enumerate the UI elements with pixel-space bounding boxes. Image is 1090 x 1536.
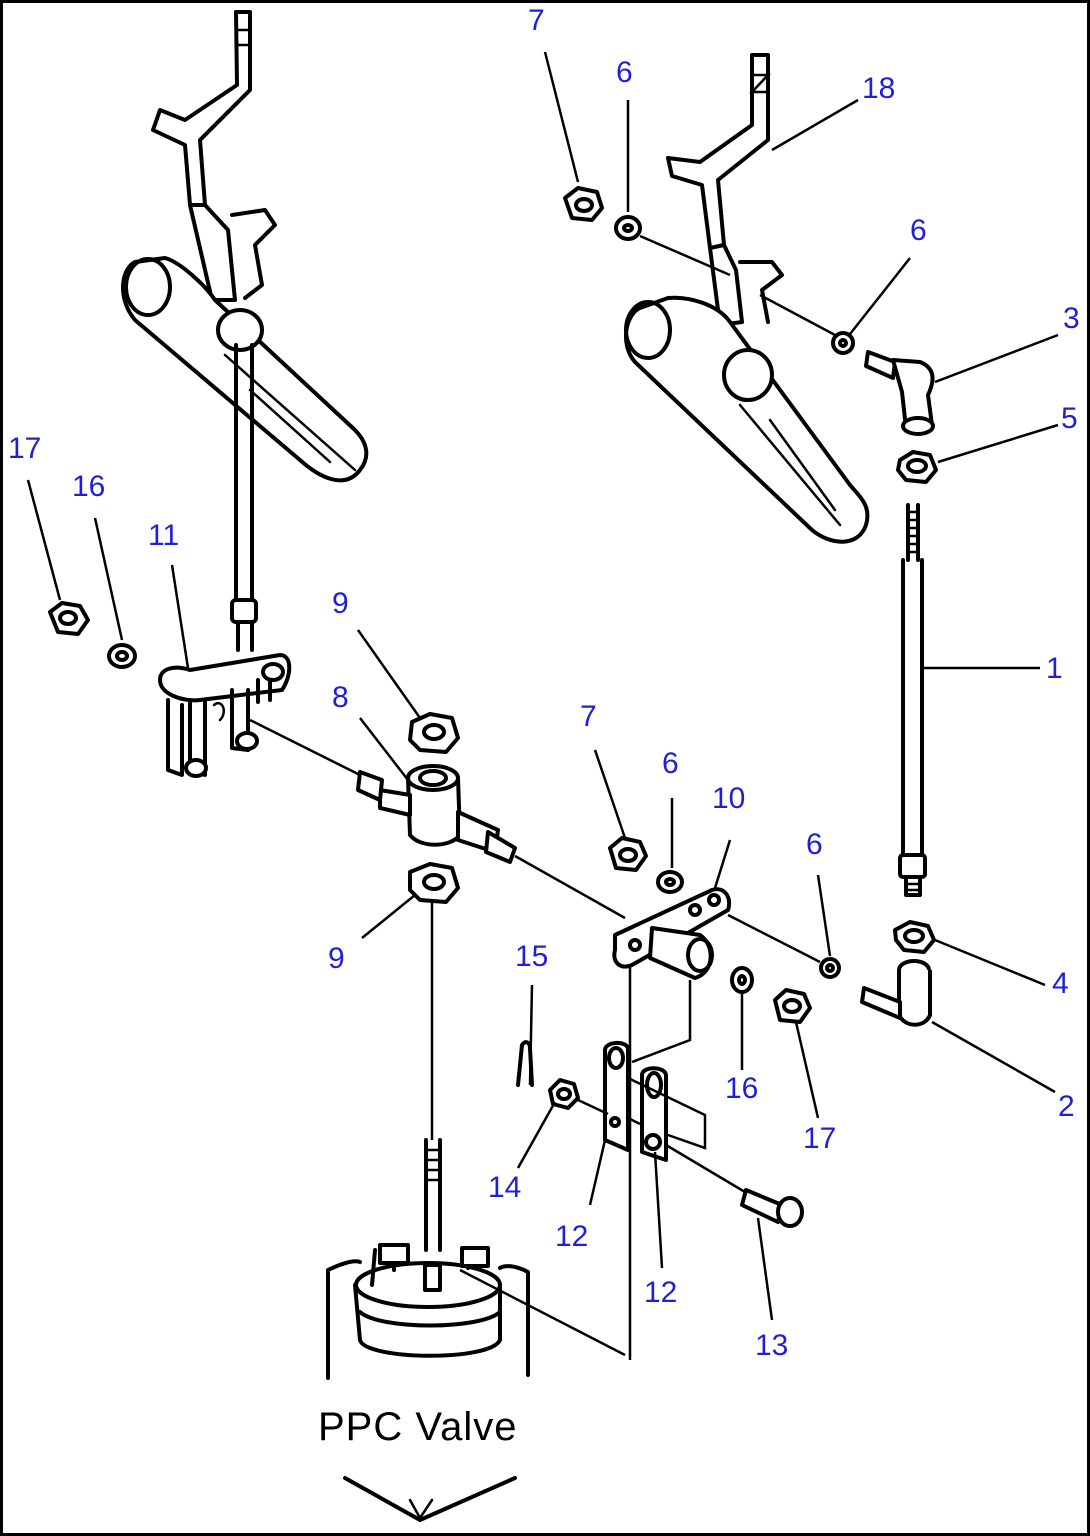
part-16-washer-left xyxy=(107,643,137,669)
callout-9-lower: 9 xyxy=(328,942,345,975)
part-6-washer-top xyxy=(614,215,642,241)
part-6-washer-lower-right xyxy=(819,957,841,979)
ppc-valve-direction-arrow xyxy=(343,1476,517,1522)
part-9-nut-lower xyxy=(408,862,460,904)
left-control-lever xyxy=(121,10,369,652)
callout-16-left: 16 xyxy=(72,470,105,503)
leader-lines xyxy=(26,51,1059,1321)
callout-14: 14 xyxy=(488,1171,521,1204)
part-8-swivel-joint xyxy=(356,764,517,864)
callout-7-middle: 7 xyxy=(580,700,597,733)
callout-10: 10 xyxy=(712,782,745,815)
part-3-elbow-fitting xyxy=(864,350,935,436)
callout-18: 18 xyxy=(862,72,895,105)
part-10-bracket xyxy=(612,887,732,980)
callout-17-right: 17 xyxy=(803,1122,836,1155)
callout-8: 8 xyxy=(332,681,349,714)
part-17-nut-right xyxy=(773,988,812,1024)
callout-12-left: 12 xyxy=(555,1220,588,1253)
callout-11: 11 xyxy=(148,519,179,552)
callout-1: 1 xyxy=(1046,652,1063,685)
callout-7-top: 7 xyxy=(528,4,545,37)
part-7-nut-top xyxy=(563,186,604,222)
callout-5: 5 xyxy=(1061,402,1078,435)
callout-6-middle: 6 xyxy=(662,747,679,780)
part-9-nut-upper xyxy=(408,712,460,754)
part-4-nut xyxy=(893,920,936,954)
part-6-washer-right xyxy=(831,331,855,355)
callout-2: 2 xyxy=(1058,1090,1075,1123)
part-6-washer-middle xyxy=(656,870,684,894)
callout-9-upper: 9 xyxy=(332,587,349,620)
part-5-nut xyxy=(896,450,938,484)
ppc-valve-caption: PPC Valve xyxy=(318,1405,517,1449)
ppc-valve xyxy=(326,1138,626,1380)
part-12-plate-left xyxy=(603,1041,630,1152)
callout-12-right: 12 xyxy=(644,1276,677,1309)
part-1-rod xyxy=(898,503,927,897)
part-13-bolt xyxy=(740,1188,804,1228)
callout-13: 13 xyxy=(755,1329,788,1362)
callout-15: 15 xyxy=(515,940,548,973)
part-17-nut-left xyxy=(48,601,90,636)
part-12-plate-right xyxy=(640,1066,668,1162)
callout-6-right: 6 xyxy=(910,214,927,247)
callout-3: 3 xyxy=(1063,302,1080,335)
callout-17-left: 17 xyxy=(8,432,41,465)
part-18-right-control-lever xyxy=(623,53,870,544)
part-14-nut xyxy=(548,1078,580,1110)
callout-labels: 7 6 18 6 3 5 17 16 11 9 8 1 7 6 10 6 9 1… xyxy=(8,4,1080,1362)
callout-6-top: 6 xyxy=(616,56,633,89)
callout-6-lower-right: 6 xyxy=(806,828,823,861)
part-16-washer-right xyxy=(730,966,754,994)
callout-16-right: 16 xyxy=(725,1072,758,1105)
callout-4: 4 xyxy=(1052,967,1069,1000)
part-2-elbow-fitting xyxy=(860,959,932,1027)
part-7-nut-middle xyxy=(608,836,648,872)
part-11-clevis-bracket xyxy=(158,653,292,778)
